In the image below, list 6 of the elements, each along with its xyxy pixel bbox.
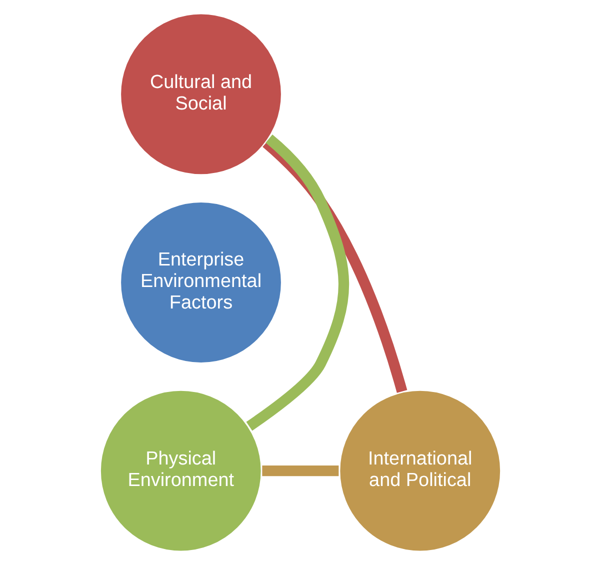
- node-circle: Cultural and Social: [118, 12, 284, 176]
- connector: [246, 134, 350, 431]
- node-circle: International and Political: [338, 388, 502, 554]
- connector: [262, 466, 339, 476]
- node-circle: Physical Environment: [98, 388, 264, 554]
- node-circle: Enterprise Environmental Factors: [118, 200, 284, 365]
